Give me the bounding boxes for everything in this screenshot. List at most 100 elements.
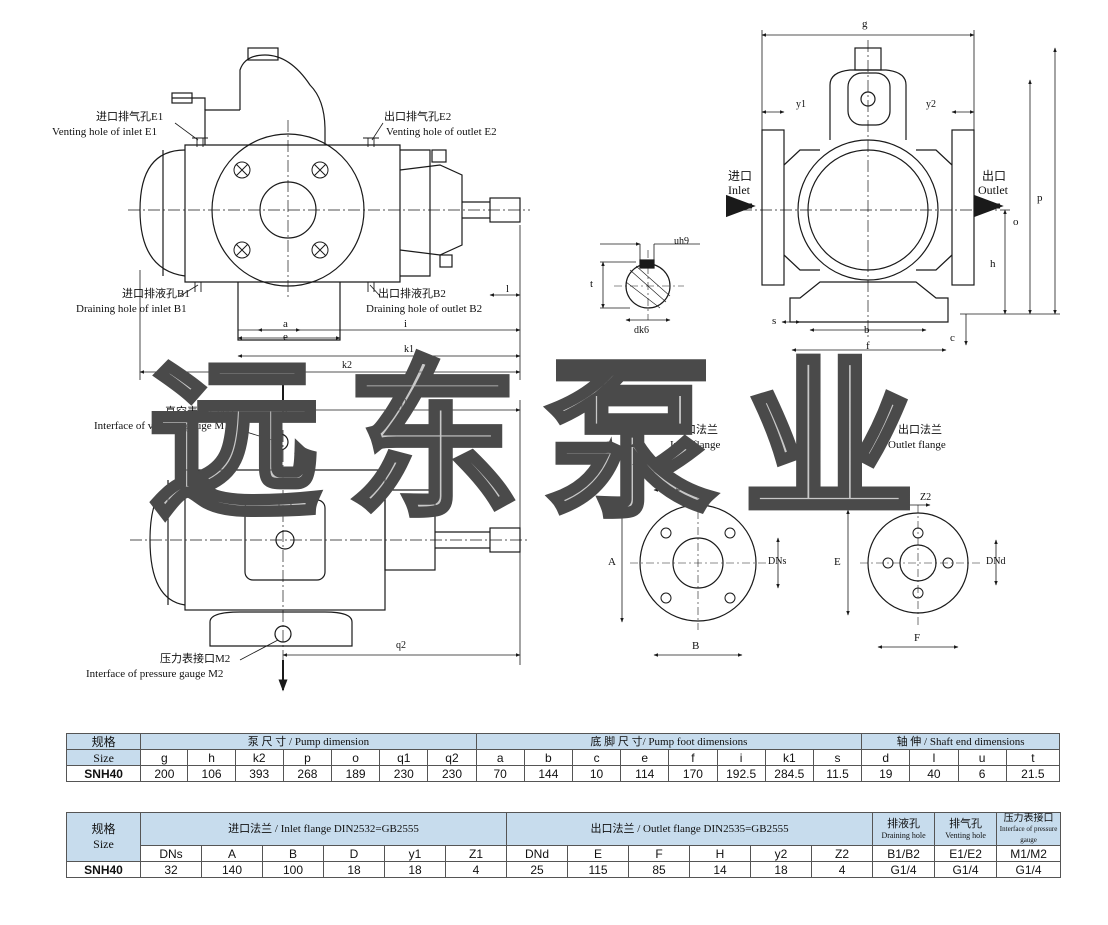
dim-k2: k2 bbox=[342, 360, 352, 371]
dim-b: b bbox=[864, 324, 870, 336]
col-header: q1 bbox=[379, 749, 429, 766]
value-cell: G1/4 bbox=[934, 861, 998, 878]
drain-inlet-cn: 进口排液孔B1 bbox=[122, 288, 190, 300]
value-cell: 70 bbox=[475, 765, 525, 782]
col-header: b bbox=[523, 749, 573, 766]
dim-dk6: dk6 bbox=[634, 325, 649, 336]
venting-outlet-en: Venting hole of outlet E2 bbox=[386, 126, 497, 138]
size-header: 规格 Size bbox=[66, 812, 141, 862]
dim-Z2: Z2 bbox=[920, 492, 932, 503]
value-cell: 144 bbox=[523, 765, 573, 782]
col-header: a bbox=[475, 749, 525, 766]
value-cell: 230 bbox=[427, 765, 477, 782]
group-shaft-dimension: 轴 伸 / Shaft end dimensions bbox=[861, 733, 1060, 750]
venting-inlet-en: Venting hole of inlet E1 bbox=[52, 126, 158, 138]
vent-hole-en: Venting hole bbox=[945, 830, 986, 840]
col-header: E bbox=[567, 845, 630, 862]
dim-uh9: uh9 bbox=[674, 236, 689, 247]
value-cell: 4 bbox=[811, 861, 874, 878]
value-cell: 18 bbox=[323, 861, 385, 878]
value-cell: 40 bbox=[909, 765, 959, 782]
col-header: E1/E2 bbox=[934, 845, 998, 862]
front-view bbox=[128, 47, 530, 380]
dim-k1: k1 bbox=[404, 344, 414, 355]
dim-t: t bbox=[590, 278, 594, 290]
col-header: y2 bbox=[750, 845, 813, 862]
gauge-cn: 压力表接口 bbox=[1003, 813, 1054, 824]
dim-f: f bbox=[866, 340, 870, 352]
value-cell: 32 bbox=[140, 861, 202, 878]
col-header: d bbox=[861, 749, 911, 766]
drain-hole-cn: 排液孔 bbox=[887, 817, 921, 830]
dim-E: E bbox=[834, 556, 841, 568]
col-header: h bbox=[187, 749, 236, 766]
col-header: A bbox=[201, 845, 263, 862]
dim-y1: y1 bbox=[796, 99, 806, 110]
outlet-flange-cn: 出口法兰 bbox=[898, 424, 942, 436]
dim-q1: q1 bbox=[398, 398, 408, 409]
pressure-gauge-en: Interface of pressure gauge M2 bbox=[86, 668, 224, 680]
size-header-cn: 规格 bbox=[91, 822, 116, 836]
dim-i: i bbox=[404, 318, 408, 330]
table-row: SNH40 200 106 393 268 189 230 230 70 144… bbox=[65, 765, 1061, 782]
dim-DNd: DNd bbox=[986, 556, 1006, 567]
vacuum-gauge-en: Interface of vacuum gauge M1 bbox=[94, 420, 230, 432]
value-cell: 393 bbox=[234, 765, 284, 782]
col-header: k2 bbox=[234, 749, 284, 766]
inlet-flange bbox=[620, 488, 780, 657]
value-cell: 18 bbox=[750, 861, 813, 878]
inlet-flange-en: Inlet flange bbox=[670, 439, 721, 451]
value-cell: 230 bbox=[379, 765, 429, 782]
top-view bbox=[130, 385, 530, 692]
group-inlet-flange: 进口法兰 / Inlet flange DIN2532=GB2555 bbox=[139, 812, 508, 846]
size-header-en: Size bbox=[65, 749, 142, 766]
drain-hole-en: Draining hole bbox=[881, 830, 926, 840]
outlet-flange-en: Outlet flange bbox=[888, 439, 946, 451]
col-header: f bbox=[668, 749, 718, 766]
col-header: i bbox=[716, 749, 766, 766]
value-cell: 106 bbox=[187, 765, 236, 782]
value-cell: 114 bbox=[620, 765, 670, 782]
col-header: e bbox=[620, 749, 670, 766]
value-cell: 189 bbox=[330, 765, 381, 782]
drain-inlet-en: Draining hole of inlet B1 bbox=[76, 303, 187, 315]
size-header-cn: 规格 bbox=[65, 733, 142, 750]
venting-inlet-cn: 进口排气孔E1 bbox=[96, 111, 164, 123]
vent-hole-cn: 排气孔 bbox=[949, 817, 983, 830]
col-header: Z2 bbox=[811, 845, 874, 862]
col-header: q2 bbox=[427, 749, 477, 766]
dim-F: F bbox=[914, 632, 921, 644]
dim-h: h bbox=[990, 258, 996, 270]
group-foot-dimension: 底 脚 尺 寸/ Pump foot dimensions bbox=[475, 733, 863, 750]
dim-p: p bbox=[1037, 192, 1043, 204]
venting-outlet-cn: 出口排气孔E2 bbox=[384, 111, 452, 123]
pump-drawing bbox=[128, 30, 1060, 692]
col-header: p bbox=[282, 749, 333, 766]
value-cell: 11.5 bbox=[812, 765, 863, 782]
dim-q2: q2 bbox=[396, 640, 406, 651]
outlet-label-en: Outlet bbox=[978, 183, 1008, 197]
value-cell: 18 bbox=[384, 861, 446, 878]
outlet-flange bbox=[846, 503, 998, 649]
col-header: B bbox=[262, 845, 324, 862]
drain-outlet-cn: 出口排液孔B2 bbox=[378, 288, 446, 300]
col-header: s bbox=[812, 749, 863, 766]
col-header: y1 bbox=[384, 845, 446, 862]
col-header: t bbox=[1005, 749, 1061, 766]
vacuum-gauge-cn: 真空表接口M1 bbox=[165, 406, 236, 418]
value-cell: 19 bbox=[861, 765, 911, 782]
col-header: l bbox=[909, 749, 959, 766]
col-header: o bbox=[330, 749, 381, 766]
pressure-gauge-cn: 压力表接口M2 bbox=[160, 653, 231, 665]
col-header: D bbox=[323, 845, 385, 862]
group-pump-dimension: 泵 尺 寸 / Pump dimension bbox=[140, 733, 477, 750]
shaft-section bbox=[600, 242, 700, 322]
dim-s: s bbox=[772, 315, 777, 327]
gauge-en: Interface of pressure gauge bbox=[999, 825, 1058, 844]
group-outlet-flange: 出口法兰 / Outlet flange DIN2535=GB2555 bbox=[506, 812, 874, 846]
value-cell: 25 bbox=[506, 861, 569, 878]
dim-B: B bbox=[692, 640, 700, 652]
dim-l: l bbox=[506, 283, 510, 295]
value-cell: 21.5 bbox=[1005, 765, 1061, 782]
col-header: DNd bbox=[506, 845, 569, 862]
